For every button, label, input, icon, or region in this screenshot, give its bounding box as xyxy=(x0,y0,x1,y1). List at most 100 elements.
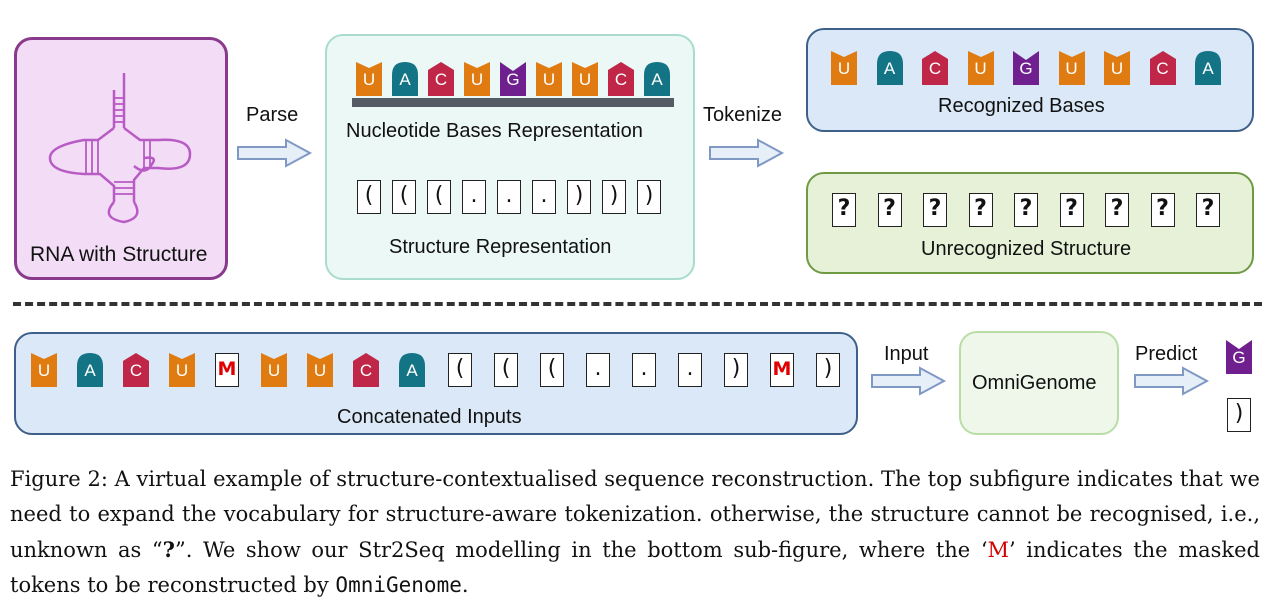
base-u-token: U xyxy=(31,353,57,387)
base-letter: U xyxy=(1065,59,1078,78)
base-letter: C xyxy=(1156,59,1169,78)
base-letter: A xyxy=(399,70,411,89)
structure-token: ( xyxy=(427,180,451,214)
base-g-token: G xyxy=(1013,51,1039,85)
parse-label: Parse xyxy=(246,104,299,126)
base-letter: U xyxy=(175,361,189,380)
base-letter: C xyxy=(614,70,628,89)
predicted-structure-token: ) xyxy=(1227,398,1251,432)
base-u-token: U xyxy=(169,353,195,387)
caption-text-1: Figure 2: A virtual example of structure… xyxy=(10,467,1260,562)
structure-token: ( xyxy=(494,353,518,387)
unrecognized-label: Unrecognized Structure xyxy=(921,238,1132,260)
predict-arrow-icon xyxy=(1134,366,1210,396)
concat-label: Concatenated Inputs xyxy=(337,406,522,428)
structure-token: ) xyxy=(637,180,661,214)
structure-token: ( xyxy=(540,353,564,387)
unknown-token: ? xyxy=(1014,193,1038,227)
structure-token: . xyxy=(586,353,610,387)
structure-token: . xyxy=(462,180,486,214)
base-letter: U xyxy=(362,70,376,89)
masked-token: M xyxy=(215,353,239,387)
base-letter: U xyxy=(974,59,987,78)
base-c-token: C xyxy=(428,62,454,96)
unknown-token: ? xyxy=(1150,193,1175,227)
input-arrow-icon xyxy=(871,366,947,396)
base-letter: C xyxy=(359,361,373,380)
base-letter: U xyxy=(37,361,51,380)
base-u-token: U xyxy=(307,353,333,387)
model-box xyxy=(959,331,1119,435)
base-letter: G xyxy=(1019,59,1033,78)
tokenize-label: Tokenize xyxy=(703,104,782,126)
backbone-bar xyxy=(352,98,674,107)
caption-text-2: ”. We show our Str2Seq modelling in the … xyxy=(174,538,988,562)
base-letter: A xyxy=(883,59,896,78)
model-name: OmniGenome xyxy=(972,372,1097,394)
structure-token: . xyxy=(678,353,702,387)
base-c-token: C xyxy=(123,353,149,387)
concat-panel xyxy=(14,332,858,435)
base-u-token: U xyxy=(464,62,490,96)
section-divider xyxy=(13,302,1262,306)
base-a-token: A xyxy=(1195,51,1221,85)
unknown-token: ? xyxy=(1059,193,1084,227)
caption-text-3: ’ indicates the masked tokens to be reco… xyxy=(10,538,1261,597)
base-letter: A xyxy=(1202,59,1214,78)
predict-label: Predict xyxy=(1135,343,1198,365)
base-letter: A xyxy=(406,361,418,380)
base-g-token: G xyxy=(1226,340,1252,374)
base-a-token: A xyxy=(644,62,670,96)
base-u-token: U xyxy=(261,353,287,387)
base-c-token: C xyxy=(1149,51,1176,85)
base-u-token: U xyxy=(1104,51,1130,85)
caption-model-name: OmniGenome xyxy=(335,573,462,597)
base-a-token: A xyxy=(392,62,418,96)
structure-token: ( xyxy=(392,180,416,214)
base-letter: U xyxy=(542,70,556,89)
base-g-token: G xyxy=(500,62,526,96)
base-u-token: U xyxy=(356,62,382,96)
base-letter: C xyxy=(434,70,448,89)
caption-mask-token: M xyxy=(987,538,1010,562)
unknown-token: ? xyxy=(1105,193,1129,227)
structure-label: Structure Representation xyxy=(389,236,612,258)
unknown-token: ? xyxy=(968,193,993,227)
structure-token: . xyxy=(497,180,521,214)
figure-caption: Figure 2: A virtual example of structure… xyxy=(10,462,1260,603)
structure-token: ) xyxy=(816,353,840,387)
base-c-token: C xyxy=(922,51,948,85)
base-letter: U xyxy=(837,59,851,78)
unknown-token: ? xyxy=(1196,193,1220,227)
base-c-token: C xyxy=(608,62,634,96)
base-u-token: U xyxy=(967,51,994,85)
structure-token: . xyxy=(632,353,656,387)
rna-label: RNA with Structure xyxy=(30,243,208,266)
base-a-token: A xyxy=(876,51,903,85)
base-letter: U xyxy=(313,361,327,380)
base-letter: U xyxy=(267,361,281,380)
unknown-token: ? xyxy=(832,193,856,227)
base-u-token: U xyxy=(572,62,598,96)
base-a-token: A xyxy=(77,353,103,387)
tokenize-arrow-icon xyxy=(709,138,785,168)
structure-token: ) xyxy=(724,353,748,387)
structure-token: ) xyxy=(602,180,626,214)
structure-token: ( xyxy=(448,353,472,387)
base-letter: U xyxy=(1110,59,1124,78)
base-letter: A xyxy=(651,70,663,89)
unknown-token: ? xyxy=(923,193,947,227)
base-letter: A xyxy=(84,361,96,380)
base-letter: C xyxy=(928,59,942,78)
base-letter: C xyxy=(129,361,143,380)
parse-arrow-icon xyxy=(237,138,313,168)
base-letter: G xyxy=(1232,348,1246,367)
caption-text-4: . xyxy=(461,573,469,597)
nucleotide-label: Nucleotide Bases Representation xyxy=(346,120,643,142)
base-u-token: U xyxy=(536,62,562,96)
base-u-token: U xyxy=(1058,51,1085,85)
rna-structure-icon xyxy=(48,73,192,224)
masked-token: M xyxy=(770,353,794,387)
base-c-token: C xyxy=(353,353,379,387)
input-label: Input xyxy=(884,343,929,365)
